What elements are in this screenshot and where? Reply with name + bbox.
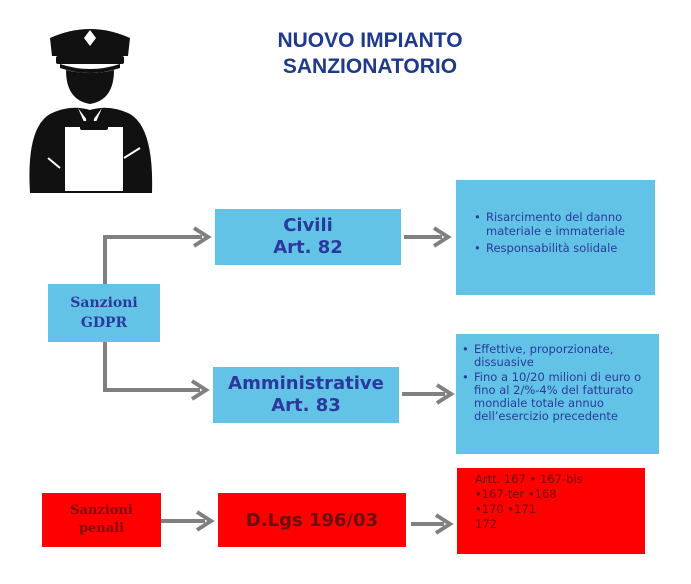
articles-line-3: •170 •171 xyxy=(475,502,537,516)
civili-details-box: Risarcimento del danno materiale e immat… xyxy=(456,180,655,295)
articles-box: Artt. 167 • 167-bis •167-ter •168 •170 •… xyxy=(457,468,645,554)
arrowhead-civili-detail xyxy=(432,226,452,248)
police-officer-icon xyxy=(29,29,153,193)
arrowhead-amm-detail xyxy=(435,383,455,405)
articles-line-1: Artt. 167 • 167-bis xyxy=(475,472,583,486)
amm-bullet-list: Effettive, proporzionate, dissuasive Fin… xyxy=(462,343,655,423)
arrowhead-articles xyxy=(434,513,454,535)
sanzioni-gdpr-box: Sanzioni GDPR xyxy=(48,284,160,342)
civili-bullet-list: Risarcimento del danno materiale e immat… xyxy=(474,210,647,255)
amm-line-2: Art. 83 xyxy=(271,395,341,416)
title-line-1: NUOVO IMPIANTO xyxy=(277,29,463,52)
civili-bullet-2: Responsabilità solidale xyxy=(474,241,647,255)
articles-line-2: •167-ter •168 xyxy=(475,487,557,501)
amministrative-box: Amministrative Art. 83 xyxy=(213,367,399,423)
articles-line-4: 172 xyxy=(475,517,497,531)
civili-line-1: Civili xyxy=(283,215,333,236)
penali-line-1: Sanzioni xyxy=(70,503,133,518)
dlgs-box: D.Lgs 196/03 xyxy=(218,493,406,547)
civili-bullet-1: Risarcimento del danno materiale e immat… xyxy=(474,210,647,238)
amm-bullet-1: Effettive, proporzionate, dissuasive xyxy=(462,343,655,369)
civili-line-2: Art. 82 xyxy=(273,237,343,258)
gdpr-line-1: Sanzioni xyxy=(70,295,138,311)
arrowhead-dlgs xyxy=(195,510,215,532)
amm-bullet-2: Fino a 10/20 milioni di euro o fino al 2… xyxy=(462,371,655,423)
title-line-2: SANZIONATORIO xyxy=(282,55,458,78)
sanzioni-penali-box: Sanzioni penali xyxy=(42,493,161,547)
amministrative-details-box: Effettive, proporzionate, dissuasive Fin… xyxy=(456,334,659,454)
amm-line-1: Amministrative xyxy=(228,373,384,394)
civili-box: Civili Art. 82 xyxy=(215,209,401,265)
penali-line-2: penali xyxy=(78,521,125,536)
arrowhead-amm xyxy=(190,379,210,401)
gdpr-line-2: GDPR xyxy=(80,315,128,331)
arrowhead-civili xyxy=(192,226,212,248)
dlgs-label: D.Lgs 196/03 xyxy=(245,509,379,531)
page-title: NUOVO IMPIANTO SANZIONATORIO xyxy=(230,28,510,80)
